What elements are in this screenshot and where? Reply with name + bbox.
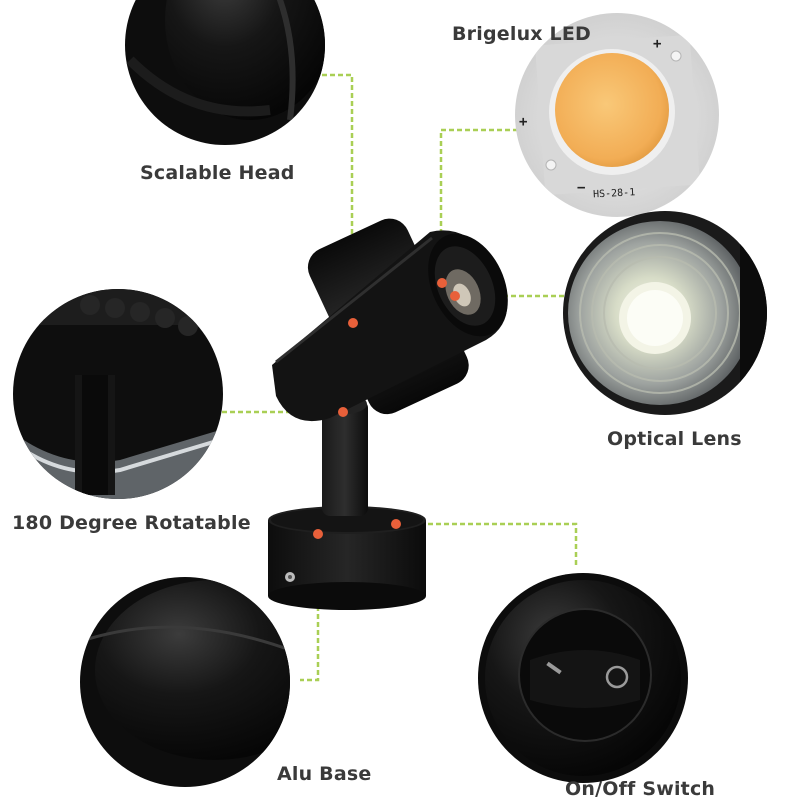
marker-base	[313, 529, 323, 539]
detail-circle-switch	[478, 573, 688, 783]
marker-rotatable	[338, 407, 348, 417]
spotlight-product	[268, 218, 508, 610]
marker-dots	[313, 278, 460, 539]
head-body	[272, 230, 508, 422]
marker-lens	[450, 291, 460, 301]
marker-led	[437, 278, 447, 288]
marker-switch	[391, 519, 401, 529]
led-plus-top: +	[653, 36, 661, 52]
leader-line-switch	[396, 522, 578, 565]
switch-off-symbol	[605, 665, 629, 689]
label-rotatable: 180 Degree Rotatable	[12, 512, 251, 534]
led-model: HS-28-1	[593, 187, 636, 200]
led-plus-left: +	[519, 114, 527, 130]
label-scalable-head: Scalable Head	[140, 162, 295, 184]
detail-circle-rotatable	[13, 289, 223, 499]
led-minus: −	[577, 180, 585, 196]
marker-head	[348, 318, 358, 328]
label-on-off-switch: On/Off Switch	[565, 778, 716, 800]
detail-circle-base	[80, 577, 290, 787]
label-alu-base: Alu Base	[277, 763, 372, 785]
detail-circle-led	[515, 13, 719, 217]
switch-on-symbol	[546, 661, 562, 675]
label-brigelux-led: Brigelux LED	[452, 23, 592, 45]
alu-base	[268, 506, 426, 610]
label-optical-lens: Optical Lens	[607, 428, 742, 450]
detail-circle-lens	[563, 211, 767, 415]
detail-circle-head	[125, 0, 325, 145]
